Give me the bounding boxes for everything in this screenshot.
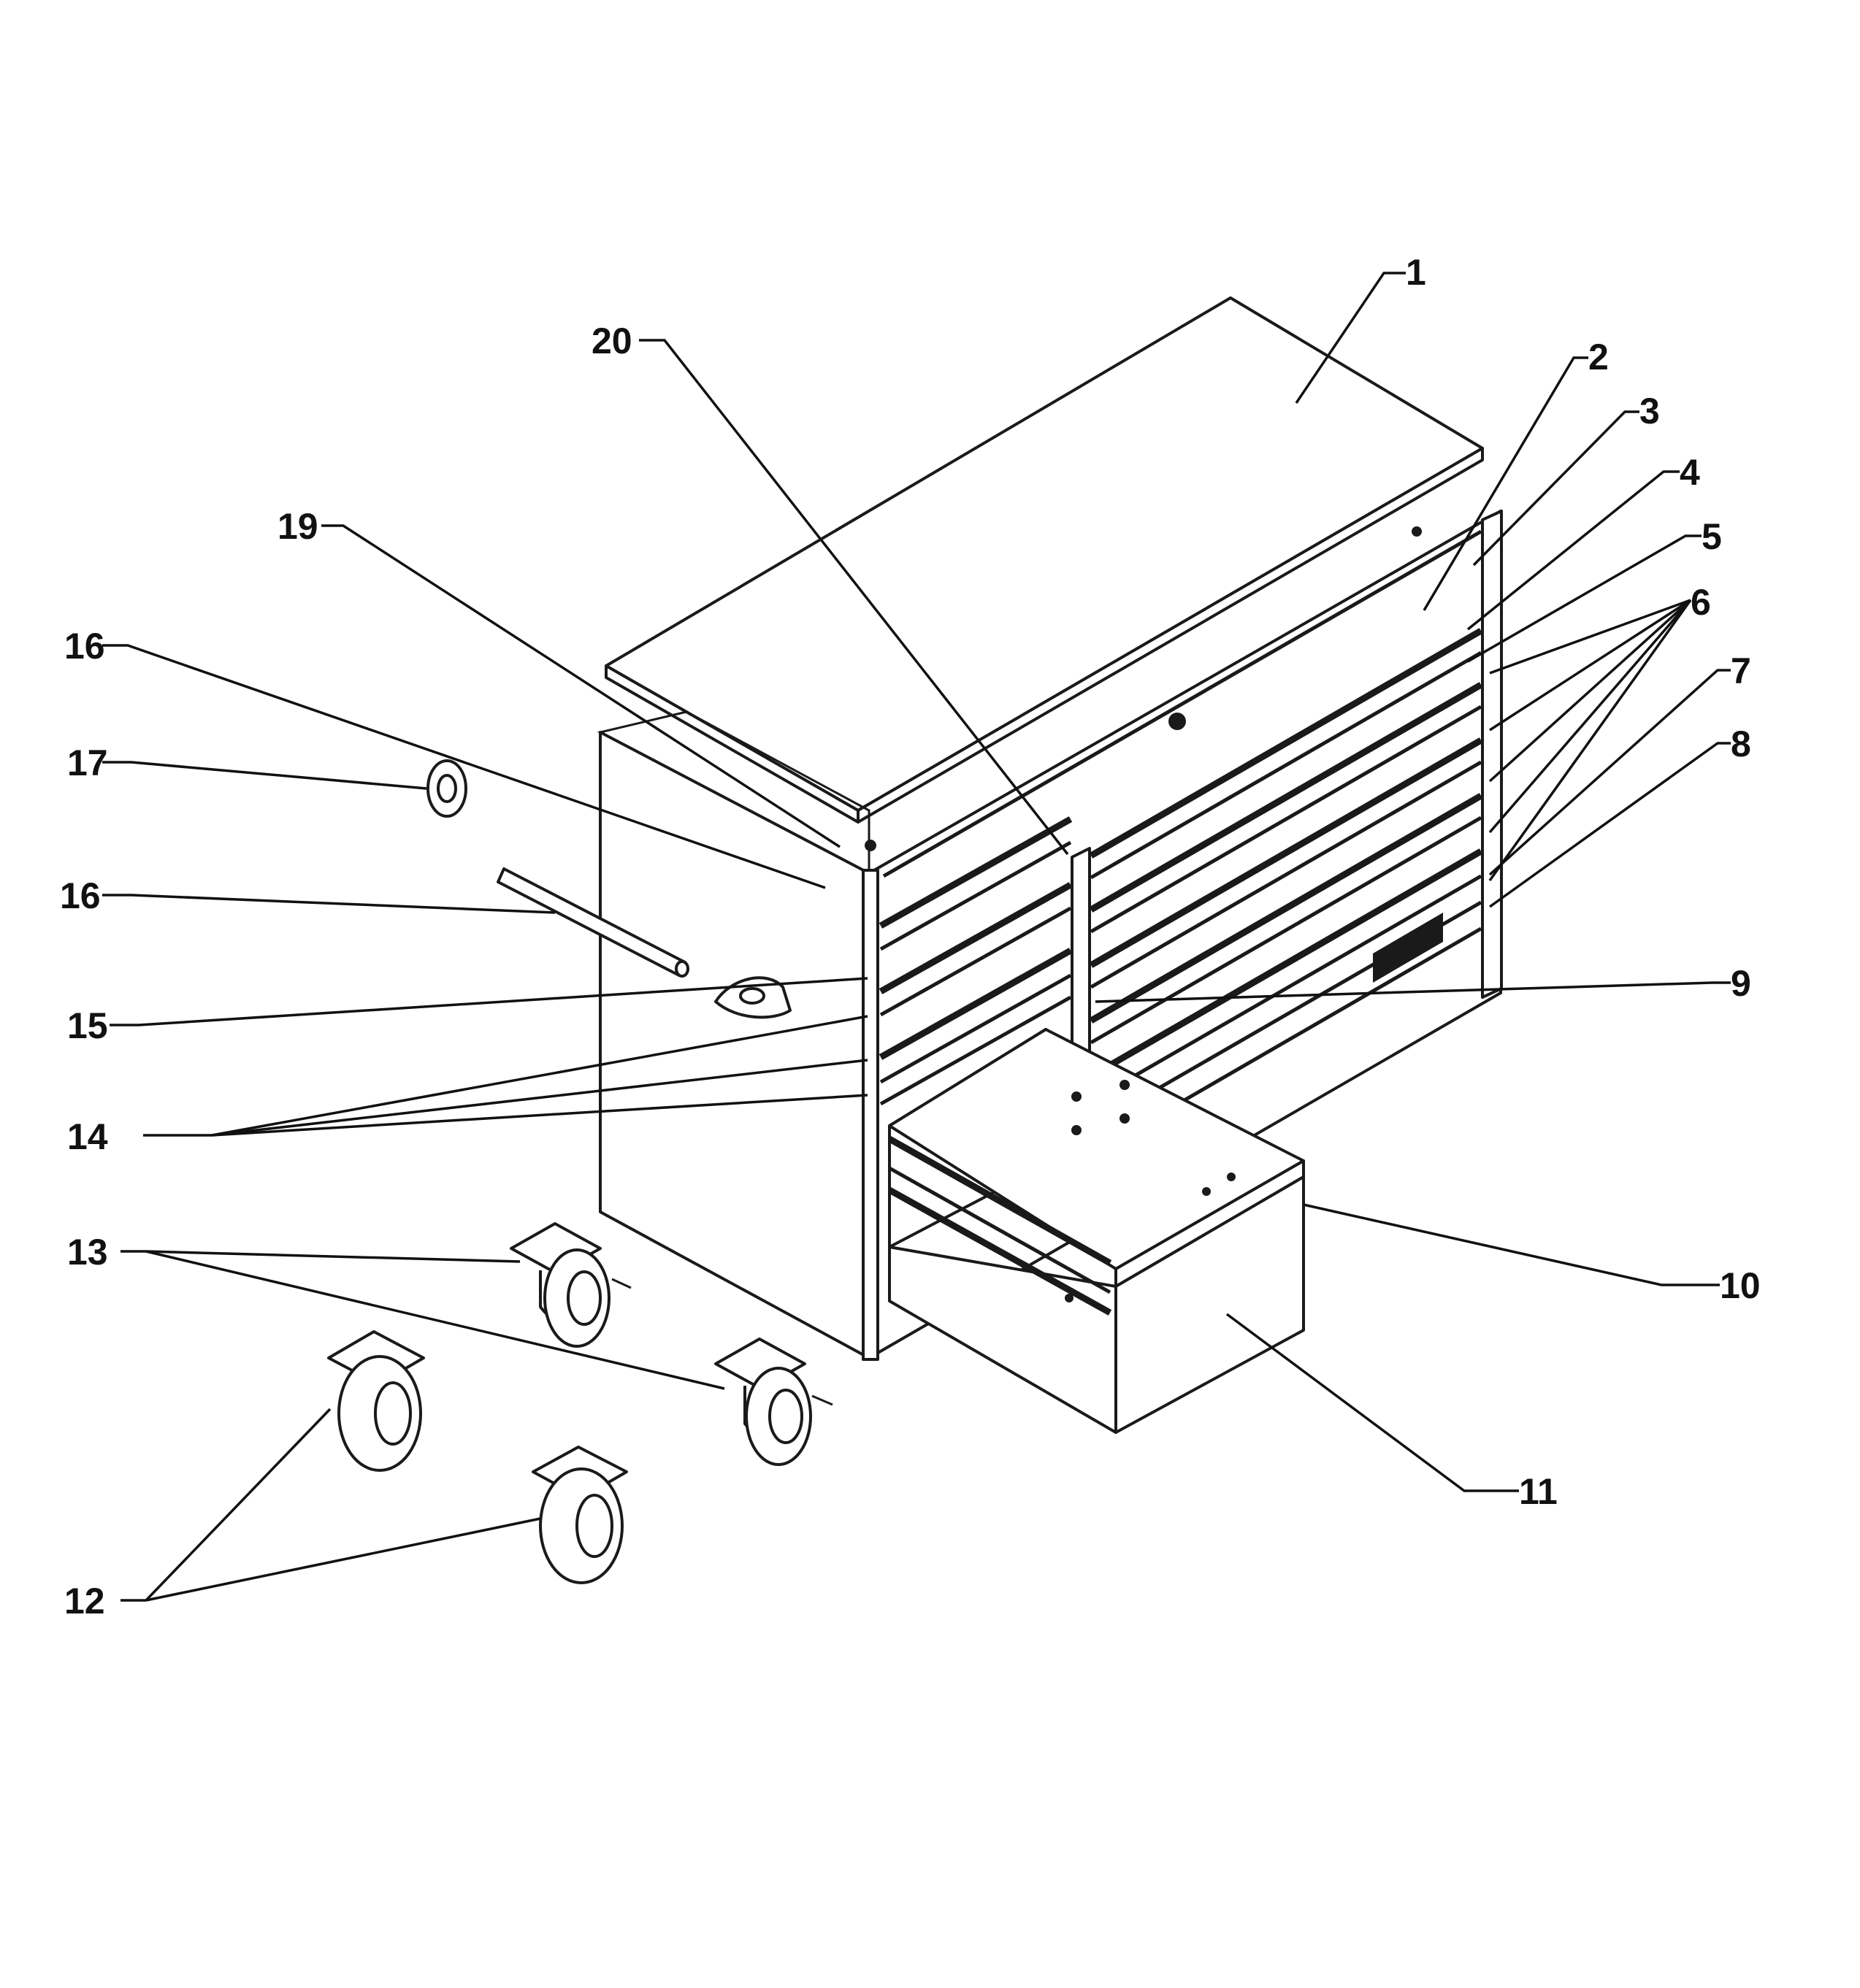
handle-end-cap [426, 759, 467, 818]
callout-8: 8 [1731, 724, 1751, 764]
callout-9: 9 [1731, 963, 1751, 1004]
callout-19: 19 [278, 506, 318, 547]
swivel-caster-front [714, 1338, 833, 1466]
drawer-fronts-left [879, 816, 1073, 1106]
callout-5: 5 [1702, 516, 1722, 557]
badge-plate [865, 526, 1443, 983]
callout-17: 17 [67, 742, 108, 783]
callout-6: 6 [1691, 582, 1711, 623]
callout-15: 15 [67, 1005, 108, 1046]
callout-16-upper: 16 [64, 626, 105, 667]
callout-7: 7 [1731, 650, 1751, 691]
callout-10: 10 [1720, 1265, 1761, 1306]
callout-1: 1 [1406, 252, 1426, 293]
rigid-caster-rear [327, 1330, 425, 1472]
callout-14: 14 [67, 1116, 108, 1157]
callout-12: 12 [64, 1581, 105, 1622]
callout-16-lower: 16 [60, 875, 101, 916]
callout-11: 11 [1519, 1471, 1558, 1512]
leader-lines [102, 272, 1731, 1602]
swivel-caster-rear [510, 1222, 632, 1348]
callout-2: 2 [1588, 337, 1609, 377]
open-drawer [887, 1028, 1305, 1434]
top-mat [605, 296, 1484, 824]
callout-20: 20 [592, 321, 632, 361]
handle-tube [497, 867, 689, 978]
callout-labels: 1 2 3 4 5 6 7 8 9 10 11 12 13 14 15 16 1… [60, 252, 1761, 1622]
callout-3: 3 [1639, 391, 1660, 431]
rigid-caster-front [532, 1446, 628, 1584]
callout-4: 4 [1680, 452, 1700, 493]
callout-13: 13 [67, 1232, 108, 1273]
